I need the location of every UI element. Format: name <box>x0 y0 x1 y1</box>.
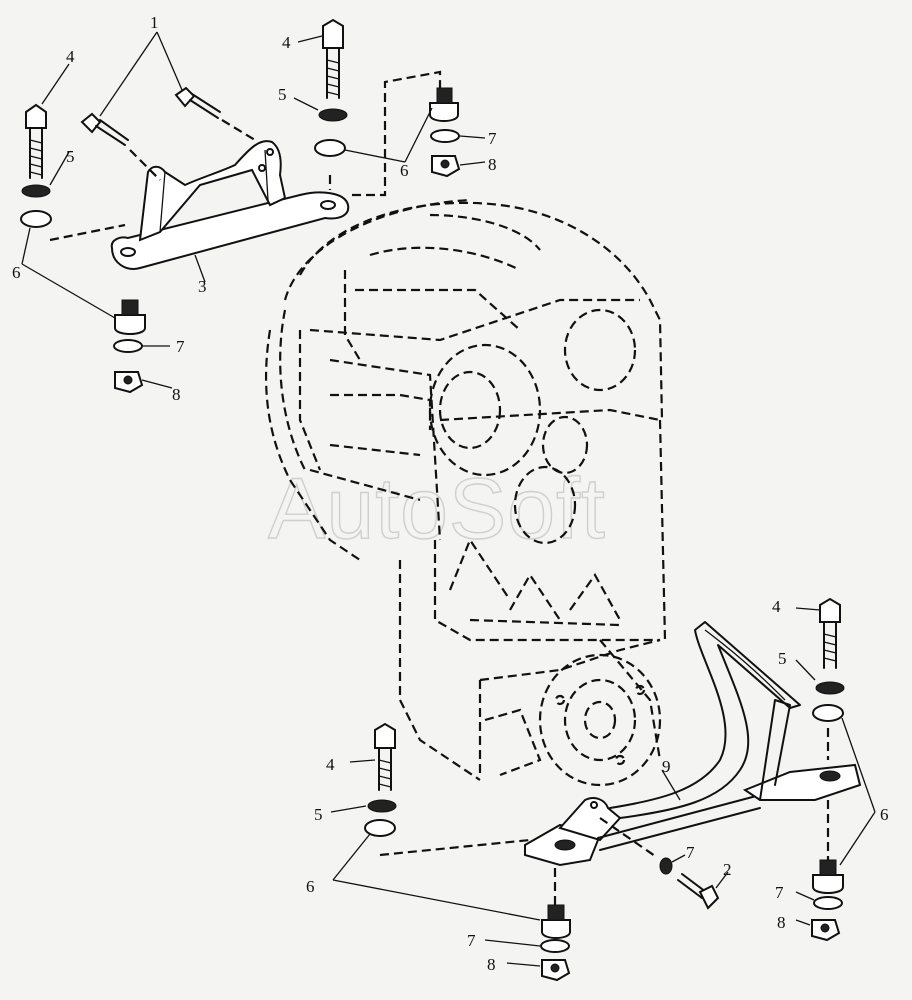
callout-7: 7 <box>686 843 695 862</box>
callout-6: 6 <box>400 161 409 180</box>
callout-8: 8 <box>172 385 181 404</box>
nut-8-top-right <box>431 155 461 178</box>
nut-8-bottom-right <box>811 919 841 942</box>
bolt-4-bottom-left <box>374 722 396 791</box>
callout-8: 8 <box>777 913 786 932</box>
callout-4: 4 <box>772 597 781 616</box>
rubber-mount-bottom-right <box>812 859 844 894</box>
callout-1: 1 <box>150 13 159 32</box>
nut-8-top-left <box>114 371 144 394</box>
callout-8: 8 <box>488 155 497 174</box>
cushion-6-bottom-left <box>364 819 396 837</box>
rubber-mount-bottom-left <box>541 904 571 939</box>
hidden-line <box>379 838 531 857</box>
callout-7: 7 <box>488 129 497 148</box>
cushion-6-top-left <box>20 210 52 228</box>
callout-7: 7 <box>775 883 784 902</box>
cushion-6-top-middle <box>314 139 346 157</box>
hidden-line <box>352 70 442 197</box>
gearbox-housing-hidden <box>264 198 667 787</box>
washer-5-top-left <box>21 184 51 198</box>
callout-4: 4 <box>326 755 335 774</box>
hidden-line <box>599 817 656 857</box>
hidden-line <box>49 223 126 242</box>
rear-crossmember <box>524 621 862 867</box>
callout-labels: 1 4 5 6 7 8 3 4 5 6 7 8 4 5 6 7 8 4 5 6 … <box>12 13 889 974</box>
bolt-4-top-middle <box>322 18 344 99</box>
bolt-1b <box>174 86 256 141</box>
callout-5: 5 <box>66 147 75 166</box>
callout-6: 6 <box>880 805 889 824</box>
washer-7-bottom-right <box>813 896 843 910</box>
callout-9: 9 <box>662 757 671 776</box>
callout-6: 6 <box>12 263 21 282</box>
washer-5-top-middle <box>318 108 348 122</box>
callout-7: 7 <box>467 931 476 950</box>
callout-8: 8 <box>487 955 496 974</box>
callout-6: 6 <box>306 877 315 896</box>
washer-7-bottom-middle <box>659 857 673 875</box>
bolt-2 <box>677 873 720 910</box>
rubber-mount-top-left <box>114 299 146 335</box>
callout-2: 2 <box>723 860 732 879</box>
leader-lines <box>21 31 876 967</box>
washer-7-top-left <box>113 339 143 353</box>
bolt-4-bottom-right <box>819 597 841 669</box>
nut-8-bottom-left <box>541 959 571 982</box>
callout-4: 4 <box>66 47 75 66</box>
callout-4: 4 <box>282 33 291 52</box>
callout-3: 3 <box>198 277 207 296</box>
bolt-1a <box>80 112 161 181</box>
washer-7-bottom-left <box>540 939 570 953</box>
rubber-mount-top-right <box>429 87 459 122</box>
washer-7-top-right <box>430 129 460 143</box>
front-mounting-bracket <box>110 140 350 270</box>
callout-7: 7 <box>176 337 185 356</box>
washer-5-bottom-right <box>815 681 845 695</box>
bolt-4-top-left <box>25 103 47 179</box>
washer-5-bottom-left <box>367 799 397 813</box>
callout-5: 5 <box>278 85 287 104</box>
cushion-6-bottom-right <box>812 704 844 722</box>
callout-5: 5 <box>778 649 787 668</box>
callout-5: 5 <box>314 805 323 824</box>
